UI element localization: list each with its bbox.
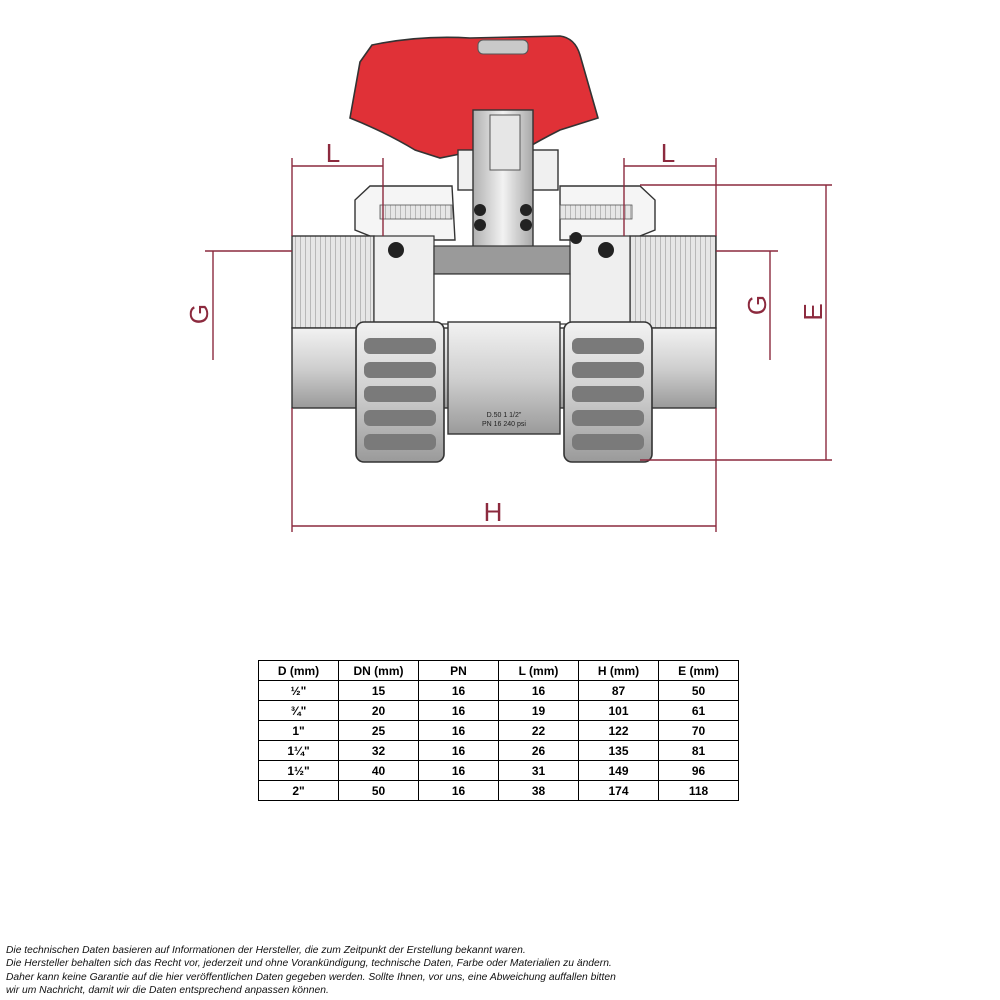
threaded-end-left [291, 235, 435, 329]
table-cell: 70 [658, 720, 739, 741]
disclaimer-line: Die Hersteller behalten sich das Recht v… [6, 958, 612, 970]
table-cell: 19 [498, 700, 579, 721]
table-cell: 135 [578, 740, 659, 761]
disclaimer-text: Die technischen Daten basieren auf Infor… [6, 944, 706, 998]
table-cell: 1" [258, 720, 339, 741]
table-cell: 26 [498, 740, 579, 761]
dimension-label-h: H [484, 497, 503, 527]
table-cell: 81 [658, 740, 739, 761]
table-cell: 16 [498, 680, 579, 701]
table-cell: 87 [578, 680, 659, 701]
disclaimer-line: wir um Nachricht, damit wir die Daten en… [6, 985, 329, 997]
table-cell: 16 [418, 720, 499, 741]
table-cell: 15 [338, 680, 419, 701]
table-cell: 118 [658, 780, 739, 801]
table-row: 1½" 40 16 31 149 96 [258, 760, 739, 781]
column-header: PN [418, 660, 499, 681]
dimension-label-l-left: L [326, 138, 340, 168]
table-cell: 122 [578, 720, 659, 741]
table-row: ¾" 20 16 19 101 61 [258, 700, 739, 721]
column-header: DN (mm) [338, 660, 419, 681]
valve-stem [457, 109, 559, 261]
body-marking-line1: D.50 1 1/2" [487, 412, 522, 419]
union-nut-left [355, 321, 445, 463]
table-cell: 96 [658, 760, 739, 781]
table-cell: 40 [338, 760, 419, 781]
table-cell: 174 [578, 780, 659, 801]
dimension-label-e: E [798, 303, 828, 320]
column-header: L (mm) [498, 660, 579, 681]
dimension-table: D (mm) DN (mm) PN L (mm) H (mm) E (mm) ½… [258, 660, 739, 801]
table-cell: 2" [258, 780, 339, 801]
dimension-lines [205, 158, 832, 532]
table-cell: ¾" [258, 700, 339, 721]
dimension-label-g-right: G [742, 295, 772, 315]
dimension-label-l-right: L [661, 138, 675, 168]
table-cell: 101 [578, 700, 659, 721]
column-header: H (mm) [578, 660, 659, 681]
handle-grip-insert [477, 39, 529, 55]
dimension-label-g-left: G [184, 304, 214, 324]
table-cell: 1¼" [258, 740, 339, 761]
table-cell: 38 [498, 780, 579, 801]
table-cell: ½" [258, 680, 339, 701]
table-row: 1" 25 16 22 122 70 [258, 720, 739, 741]
disclaimer-line: Daher kann keine Garantie auf die hier v… [6, 971, 616, 983]
table-cell: 149 [578, 760, 659, 781]
column-header: D (mm) [258, 660, 339, 681]
table-cell: 1½" [258, 760, 339, 781]
table-cell: 25 [338, 720, 419, 741]
table-cell: 61 [658, 700, 739, 721]
table-cell: 16 [418, 740, 499, 761]
table-row: 2" 50 16 38 174 118 [258, 780, 739, 801]
upper-union-nut-left [354, 185, 456, 241]
table-cell: 16 [418, 780, 499, 801]
disclaimer-line: Die technischen Daten basieren auf Infor… [6, 945, 526, 956]
table-cell: 22 [498, 720, 579, 741]
table-cell: 50 [338, 780, 419, 801]
table-row: ½" 15 16 16 87 50 [258, 680, 739, 701]
table-cell: 50 [658, 680, 739, 701]
table-cell: 16 [418, 700, 499, 721]
union-nut-right [563, 321, 653, 463]
valve-handle [349, 35, 599, 159]
body-marking-line2: PN 16 240 psi [482, 421, 526, 428]
table-cell: 20 [338, 700, 419, 721]
column-header: E (mm) [658, 660, 739, 681]
table-header-row: D (mm) DN (mm) PN L (mm) H (mm) E (mm) [258, 660, 739, 681]
table-cell: 32 [338, 740, 419, 761]
upper-union-nut-right [559, 185, 656, 241]
valve-ball-section [433, 245, 571, 325]
table-cell: 16 [418, 680, 499, 701]
table-row: 1¼" 32 16 26 135 81 [258, 740, 739, 761]
table-cell: 31 [498, 760, 579, 781]
table-cell: 16 [418, 760, 499, 781]
threaded-end-right [569, 232, 717, 329]
ball-valve-drawing: D.50 1 1/2" PN 16 240 psi L L G G E H [184, 35, 832, 532]
